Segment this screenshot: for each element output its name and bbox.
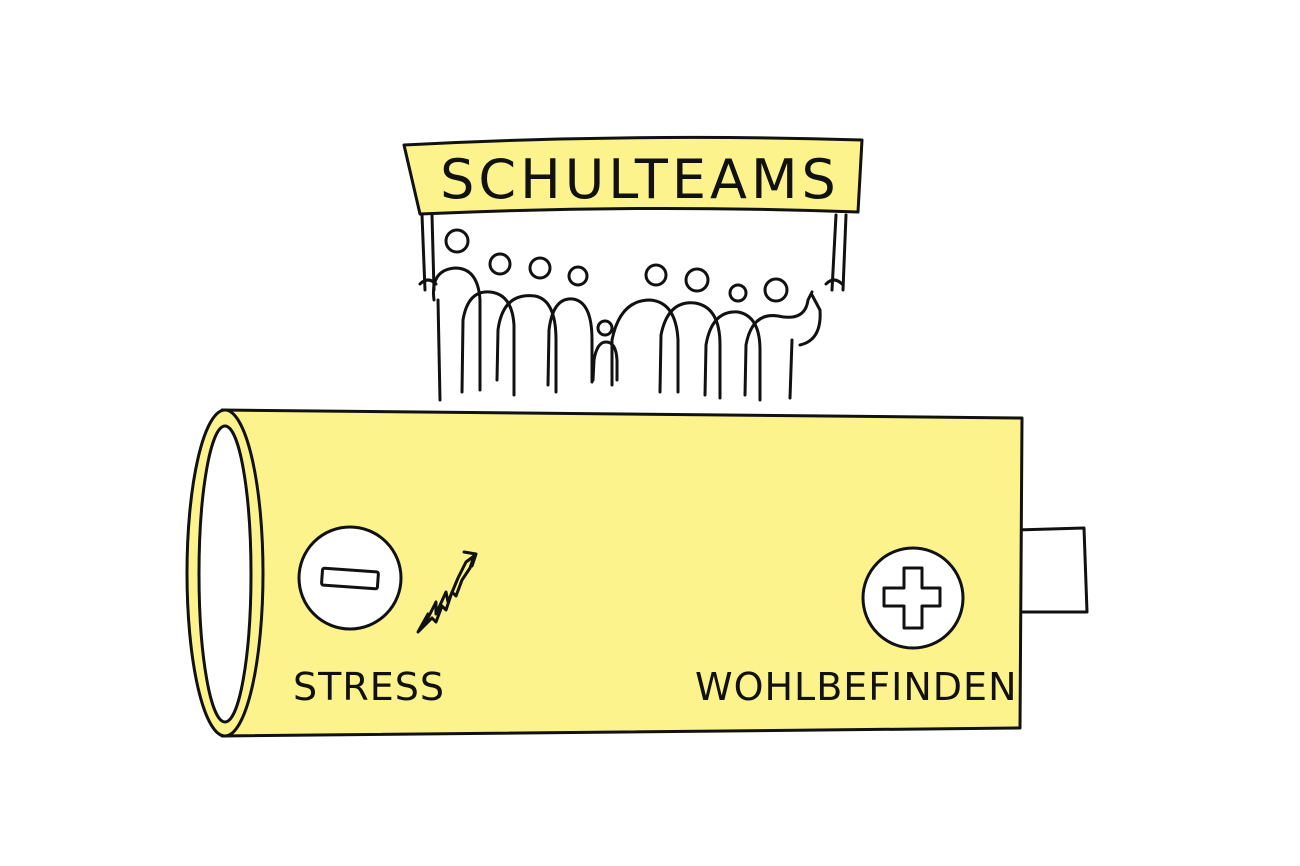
banner-title: SCHULTEAMS — [440, 148, 840, 211]
person-head — [444, 228, 470, 254]
person-body — [431, 266, 482, 392]
person-head — [728, 283, 748, 303]
lightning-icon — [416, 550, 478, 634]
person-head — [763, 277, 789, 303]
people-group-icon — [431, 228, 822, 402]
battery: STRESS WOHLBEFINDEN — [185, 408, 1089, 738]
person-body — [591, 340, 619, 382]
wellbeing-label: WOHLBEFINDEN — [695, 665, 1018, 709]
stress-label: STRESS — [293, 665, 445, 709]
person-body — [495, 294, 558, 394]
person-head — [528, 256, 552, 280]
person-body — [460, 290, 516, 397]
person-body — [658, 301, 722, 400]
person-body — [436, 298, 442, 402]
person-body — [743, 290, 814, 397]
person-head — [596, 319, 614, 337]
person-body — [703, 310, 762, 402]
banner: SCHULTEAMS — [402, 135, 864, 292]
battery-nub — [1014, 526, 1089, 614]
person-head — [644, 263, 668, 287]
battery-end-inner — [197, 424, 253, 724]
person-body — [546, 297, 594, 387]
person-head — [567, 265, 589, 287]
minus-icon — [297, 525, 403, 631]
plus-icon — [861, 546, 965, 650]
person-body — [788, 338, 794, 400]
banner-pole-right — [830, 213, 848, 292]
person-body — [610, 298, 680, 394]
person-body — [798, 293, 822, 347]
banner-cloth — [402, 135, 864, 216]
person-head — [684, 267, 710, 293]
person-head — [488, 252, 512, 276]
banner-hand-right — [824, 278, 844, 286]
banner-pole-left — [420, 213, 436, 292]
